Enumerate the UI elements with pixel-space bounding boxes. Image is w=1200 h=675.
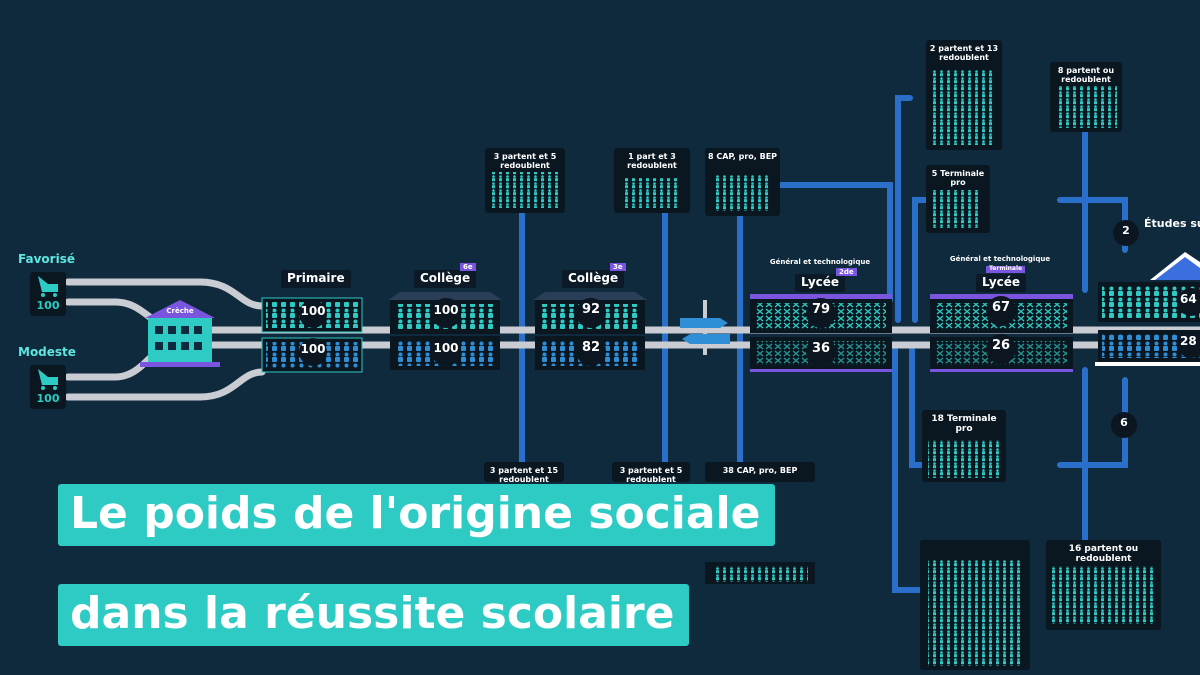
primaire-label: Primaire [281, 270, 351, 288]
college-6e-label: Collège [414, 270, 477, 288]
college-6e-badge: 6e [460, 263, 476, 272]
info-box-lycee-terminale-top: 8 partent ou redoublent [1057, 66, 1115, 85]
lycee-2de-subtitle: Général et technologique [769, 258, 871, 266]
origin-count-favorise: 100 [36, 299, 60, 312]
info-box-lycee-terminale-bottom: 16 partent ou redoublent [1068, 544, 1139, 565]
lycee-terminale-count-top: 67 [991, 300, 1011, 315]
college-3e-badge: 3e [610, 263, 626, 272]
origin-label-favorise: Favorisé [18, 252, 75, 266]
info-box-cap-top: 8 CAP, pro, BEP [707, 152, 778, 161]
info-boxes [484, 40, 1161, 670]
caption-line-1: Le poids de l'origine sociale [58, 484, 775, 546]
lycee-2de-building [750, 294, 892, 372]
info-box-cap-bottom: 38 CAP, pro, BEP [722, 466, 798, 475]
college-6e-count-top: 100 [433, 303, 459, 317]
lycee-terminale-label: Lycée [976, 274, 1027, 292]
info-box-college-6e-bottom: 3 partent et 15 redoublent [489, 466, 559, 485]
lycee-2de-count-bottom: 36 [811, 341, 831, 356]
origin-label-modeste: Modeste [18, 345, 76, 359]
stroller-icon-favorise [30, 272, 66, 316]
lycee-terminale-subtitle: Général et technologique [949, 255, 1051, 263]
primaire-count-top: 100 [300, 304, 326, 318]
creche-building [140, 300, 220, 367]
etudes-sup-count-top: 64 [1180, 292, 1197, 306]
etudes-sup-count-bottom: 28 [1180, 334, 1197, 348]
info-box-lycee-2de-top: 2 partent et 13 redoublent [929, 44, 999, 63]
lycee-terminale-badge: Terminale [986, 265, 1026, 273]
lycee-2de-badge: 2de [836, 268, 857, 277]
lycee-terminale-count-bottom: 26 [991, 338, 1011, 353]
transfer-circles [1111, 220, 1139, 438]
creche-label: Crèche [166, 307, 194, 315]
info-box-college-6e-top: 3 partent et 5 redoublent [493, 152, 557, 171]
college-3e-count-bottom: 82 [581, 340, 601, 355]
primaire-count-bottom: 100 [300, 342, 326, 356]
transfer-count-lower: 6 [1120, 416, 1128, 429]
signpost-icon [680, 300, 730, 355]
college-6e-count-bottom: 100 [433, 341, 459, 355]
transfer-count-upper: 2 [1122, 224, 1130, 237]
info-box-college-3e-bottom: 3 partent et 5 redoublent [619, 466, 683, 485]
caption-line-2: dans la réussite scolaire [58, 584, 689, 646]
info-box-terminale-pro-top: 5 Terminale pro [931, 169, 985, 188]
lycee-2de-label: Lycée [795, 274, 846, 292]
lycee-2de-count-top: 79 [811, 302, 831, 317]
etudes-sup-label: Études sup [1144, 217, 1200, 230]
count-circles [299, 288, 1200, 367]
info-box-terminale-pro-bottom: 18 Terminale pro [931, 414, 997, 435]
stroller-icon-modeste [30, 365, 66, 409]
college-3e-label: Collège [562, 270, 625, 288]
info-box-college-3e-top: 1 part et 3 redoublent [627, 152, 677, 171]
origin-count-modeste: 100 [36, 392, 60, 405]
college-3e-count-top: 92 [581, 302, 601, 317]
